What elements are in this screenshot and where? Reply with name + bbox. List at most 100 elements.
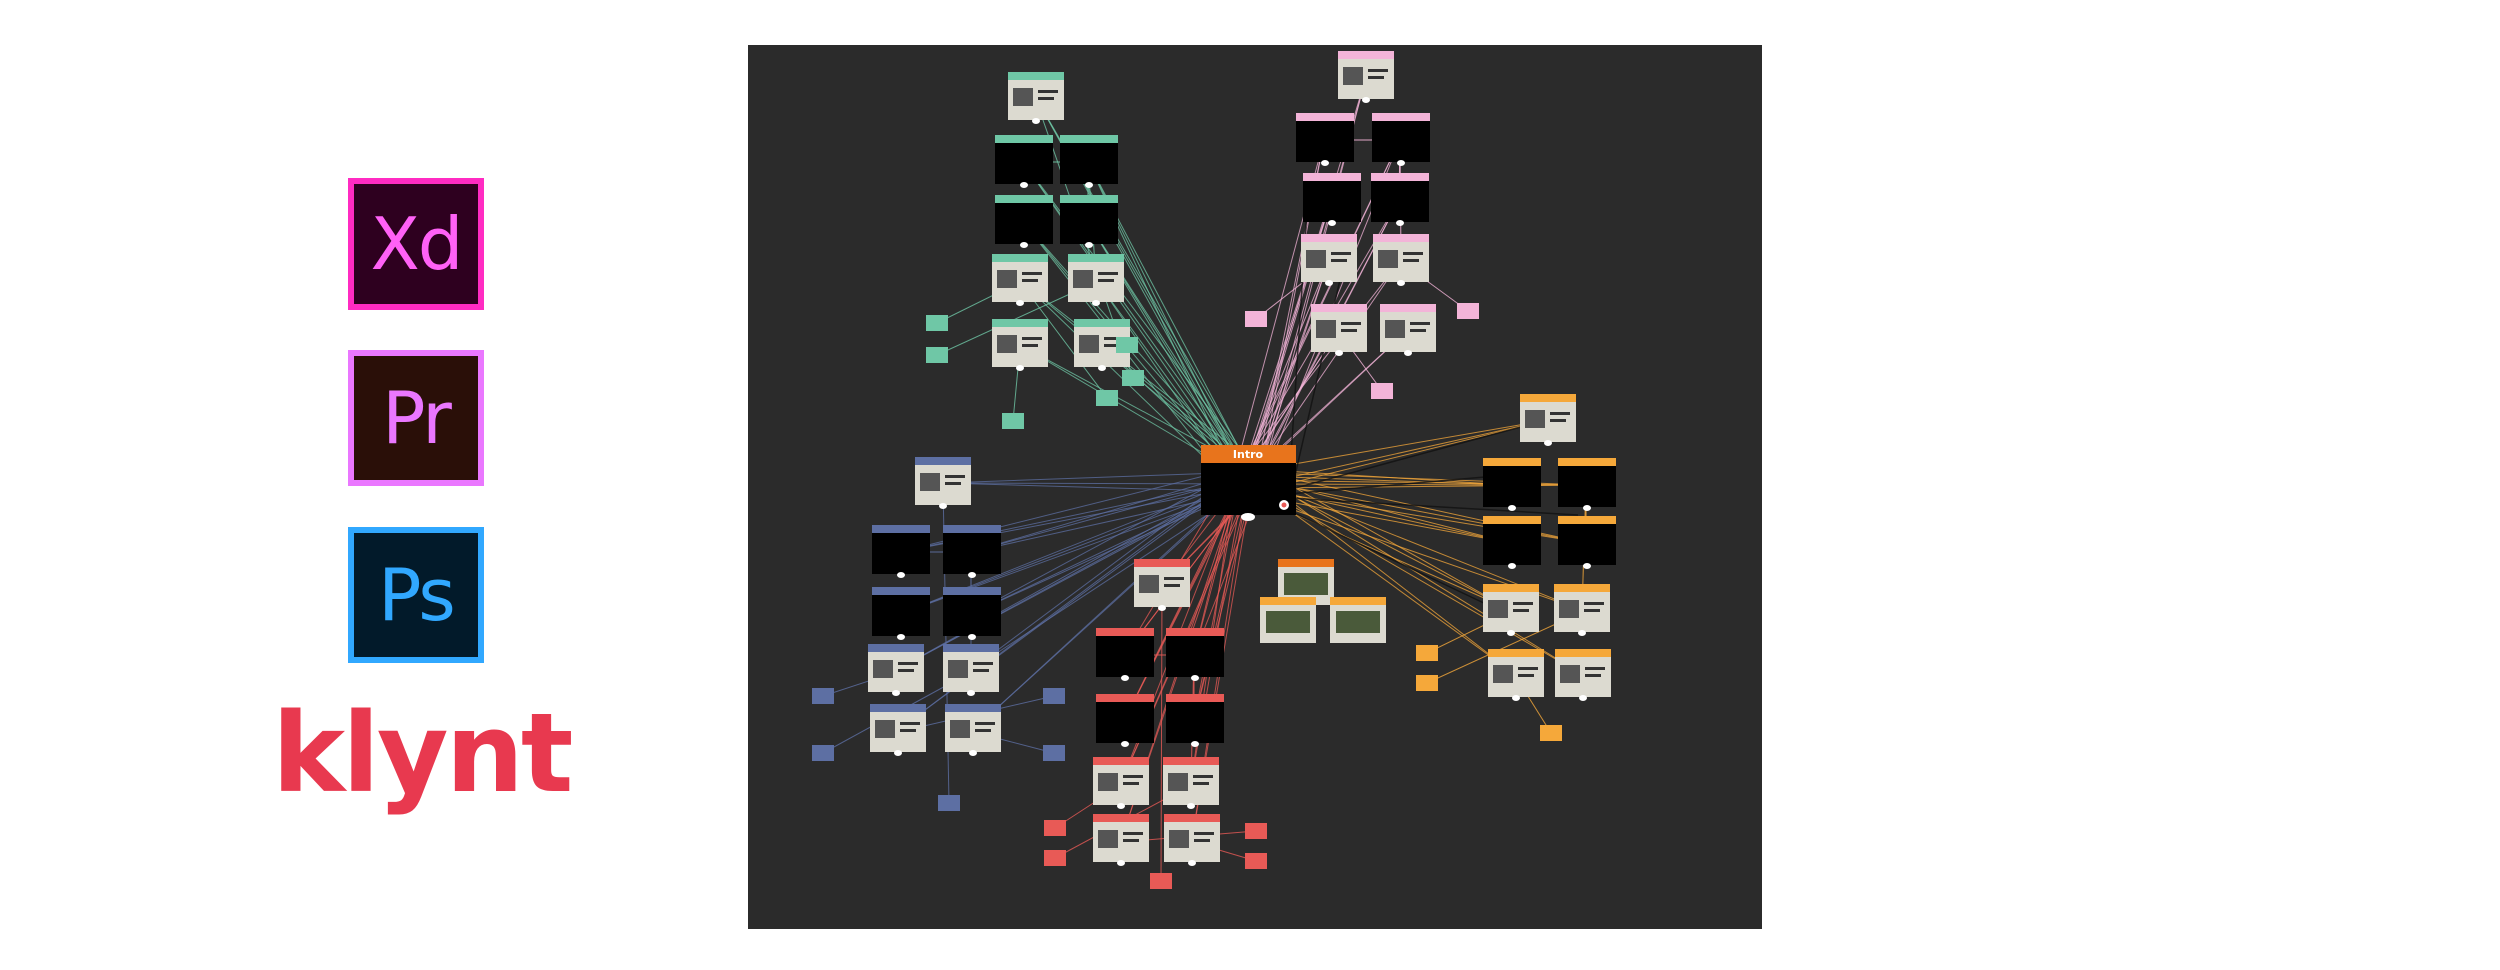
video-node[interactable] — [872, 587, 930, 640]
video-node[interactable] — [1096, 628, 1154, 681]
video-node[interactable] — [1558, 516, 1616, 569]
overlay-node[interactable] — [938, 795, 960, 811]
menu-node[interactable] — [1554, 584, 1610, 636]
menu-node[interactable] — [1008, 72, 1064, 124]
menu-node-port[interactable] — [1335, 350, 1343, 356]
menu-node-port[interactable] — [1098, 365, 1106, 371]
video-node[interactable] — [1296, 113, 1354, 166]
menu-node-port[interactable] — [1187, 803, 1195, 809]
video-node-port[interactable] — [897, 572, 905, 578]
menu-node[interactable] — [1380, 304, 1436, 356]
menu-node[interactable] — [992, 319, 1048, 371]
overlay-node[interactable] — [1150, 873, 1172, 889]
menu-node[interactable] — [1164, 814, 1220, 866]
video-node-port[interactable] — [1583, 505, 1591, 511]
video-node-port[interactable] — [1020, 182, 1028, 188]
video-node-port[interactable] — [1583, 563, 1591, 569]
video-node[interactable] — [1060, 135, 1118, 188]
menu-node-port[interactable] — [1092, 300, 1100, 306]
overlay-node[interactable] — [1540, 725, 1562, 741]
video-node-port[interactable] — [1121, 675, 1129, 681]
menu-node[interactable] — [1555, 649, 1611, 701]
menu-node[interactable] — [945, 704, 1001, 756]
story-graph-canvas[interactable]: Intro — [748, 45, 1762, 929]
menu-node-port[interactable] — [1512, 695, 1520, 701]
menu-node-port[interactable] — [1016, 365, 1024, 371]
menu-node[interactable] — [1311, 304, 1367, 356]
video-node[interactable] — [995, 135, 1053, 188]
overlay-node[interactable] — [1371, 383, 1393, 399]
video-node-port[interactable] — [1191, 741, 1199, 747]
video-node[interactable] — [1303, 173, 1361, 226]
overlay-node[interactable] — [1002, 413, 1024, 429]
menu-node[interactable] — [1483, 584, 1539, 636]
menu-node-port[interactable] — [1016, 300, 1024, 306]
overlay-node[interactable] — [1044, 820, 1066, 836]
menu-node[interactable] — [992, 254, 1048, 306]
video-node-port[interactable] — [1191, 675, 1199, 681]
menu-node-port[interactable] — [892, 690, 900, 696]
menu-node-port[interactable] — [1362, 97, 1370, 103]
menu-node[interactable] — [1338, 51, 1394, 103]
video-node[interactable] — [995, 195, 1053, 248]
menu-node[interactable] — [1163, 757, 1219, 809]
menu-node-port[interactable] — [1032, 118, 1040, 124]
menu-node[interactable] — [1093, 814, 1149, 866]
menu-node[interactable] — [1373, 234, 1429, 286]
video-node-port[interactable] — [1020, 242, 1028, 248]
video-node[interactable] — [1558, 458, 1616, 511]
overlay-node[interactable] — [926, 315, 948, 331]
menu-node-port[interactable] — [1404, 350, 1412, 356]
video-node-port[interactable] — [1085, 182, 1093, 188]
menu-node[interactable] — [1074, 319, 1130, 371]
menu-node-port[interactable] — [894, 750, 902, 756]
video-node[interactable] — [943, 525, 1001, 578]
menu-node[interactable] — [943, 644, 999, 696]
video-node[interactable] — [1483, 458, 1541, 511]
menu-node-port[interactable] — [1579, 695, 1587, 701]
video-node-port[interactable] — [1321, 160, 1329, 166]
overlay-node[interactable] — [1245, 311, 1267, 327]
video-node-port[interactable] — [1397, 160, 1405, 166]
menu-node[interactable] — [1260, 597, 1316, 643]
overlay-node[interactable] — [1043, 745, 1065, 761]
menu-node-port[interactable] — [1158, 605, 1166, 611]
video-node[interactable] — [943, 587, 1001, 640]
video-node-port[interactable] — [1085, 242, 1093, 248]
overlay-node[interactable] — [1457, 303, 1479, 319]
menu-node[interactable] — [1134, 559, 1190, 611]
overlay-node[interactable] — [1245, 823, 1267, 839]
overlay-node[interactable] — [1043, 688, 1065, 704]
menu-node[interactable] — [1488, 649, 1544, 701]
menu-node[interactable] — [915, 457, 971, 509]
overlay-node[interactable] — [812, 688, 834, 704]
overlay-node[interactable] — [1122, 370, 1144, 386]
overlay-node[interactable] — [1245, 853, 1267, 869]
menu-node[interactable] — [1093, 757, 1149, 809]
menu-node[interactable] — [868, 644, 924, 696]
overlay-node[interactable] — [1044, 850, 1066, 866]
overlay-node[interactable] — [1416, 675, 1438, 691]
menu-node[interactable] — [1301, 234, 1357, 286]
menu-node[interactable] — [1068, 254, 1124, 306]
video-node[interactable] — [1166, 628, 1224, 681]
video-node[interactable] — [1166, 694, 1224, 747]
menu-node-port[interactable] — [939, 503, 947, 509]
video-node-port[interactable] — [1508, 563, 1516, 569]
video-node-port[interactable] — [968, 572, 976, 578]
overlay-node[interactable] — [926, 347, 948, 363]
menu-node-port[interactable] — [1507, 630, 1515, 636]
menu-node[interactable] — [1330, 597, 1386, 643]
video-node[interactable] — [872, 525, 930, 578]
menu-node-port[interactable] — [1325, 280, 1333, 286]
video-node[interactable] — [1060, 195, 1118, 248]
menu-node[interactable] — [1520, 394, 1576, 446]
menu-node-port[interactable] — [1188, 860, 1196, 866]
menu-node-port[interactable] — [1117, 860, 1125, 866]
overlay-node[interactable] — [812, 745, 834, 761]
video-node[interactable] — [1371, 173, 1429, 226]
intro-node[interactable]: Intro — [1201, 445, 1296, 521]
video-node-port[interactable] — [1121, 741, 1129, 747]
video-node-port[interactable] — [897, 634, 905, 640]
menu-node-port[interactable] — [1117, 803, 1125, 809]
